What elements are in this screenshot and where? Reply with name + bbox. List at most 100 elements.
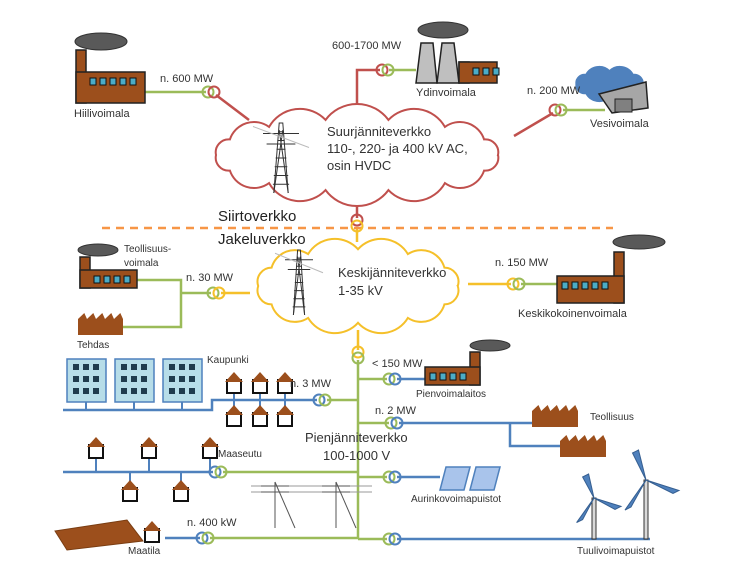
small-plant-transformer-icon: [382, 372, 396, 386]
dam-icon: [597, 81, 649, 114]
countryside-house-icon-roof: [121, 480, 139, 490]
city-transformer-icon-winding: [318, 393, 332, 407]
coal-hv-line: [215, 94, 250, 121]
industrial-plant-icon-window: [103, 275, 111, 284]
apartment-window: [169, 376, 175, 382]
coal-plant-icon-window: [129, 77, 137, 86]
solar-label: Aurinkovoimapuistot: [411, 494, 501, 505]
hv-mv-transformer-icon: [350, 213, 364, 227]
apartment-window: [83, 364, 89, 370]
city-house-icon-roof: [276, 405, 294, 415]
hv-network-note: osin HVDC: [327, 158, 391, 173]
medium-plant-transformer-icon: [506, 277, 520, 291]
small-plant-icon-window: [459, 372, 467, 381]
wind-turbine-icon-blade: [576, 497, 595, 524]
city-house-icon-roof: [225, 405, 243, 415]
countryside-label: Maaseutu: [218, 449, 262, 460]
facility-icons: [54, 21, 681, 551]
apartment-window: [73, 388, 79, 394]
wind-turbine-icon-blade: [631, 449, 647, 481]
factory-icon: [78, 313, 123, 335]
wind-turbine-icon-blade: [624, 479, 647, 511]
industrial-smoke-icon: [77, 243, 119, 257]
hv-mv-transformer-icon-winding: [350, 219, 364, 233]
medium-plant-icon-window: [571, 281, 579, 290]
wind-turbine-icon-tower: [643, 479, 649, 540]
solar-transformer-icon: [382, 470, 396, 484]
industry-transformer-icon: [384, 416, 398, 430]
cooling-tower-icon: [436, 42, 460, 84]
small-plant-transformer-icon-winding: [388, 372, 402, 386]
medium-plant-icon-window: [561, 281, 569, 290]
apartment-window: [83, 376, 89, 382]
solar-transformer-icon-winding: [388, 470, 402, 484]
hydro-turbine-icon: [614, 98, 633, 113]
city-feed-line: [63, 398, 317, 412]
apartment-window: [121, 376, 127, 382]
mv-lv-transformer-icon-winding: [351, 351, 365, 365]
distribution-network-label: Jakeluverkko: [218, 231, 306, 248]
medium-plant-smoke-icon: [612, 234, 666, 250]
industry-branch-line: [508, 423, 560, 448]
medium-plant-icon-window: [591, 281, 599, 290]
city-house-icon-roof: [276, 372, 294, 382]
city-house-icon-roof: [225, 372, 243, 382]
industrial-transformer-icon-winding: [212, 286, 226, 300]
farm-house-icon-roof: [143, 521, 161, 531]
cooling-tower-icon: [415, 42, 438, 84]
mv-network-cloud: [256, 237, 460, 335]
apartment-window: [141, 388, 147, 394]
city-house-icon-roof: [251, 405, 269, 415]
industry-icon: [560, 435, 606, 457]
wind-turbine-icon-blade: [645, 479, 681, 495]
industry-power: n. 2 MW: [375, 405, 417, 417]
city-transformer-icon: [312, 393, 326, 407]
coal-plant-icon-window: [119, 77, 127, 86]
hydro-transformer-icon: [548, 103, 562, 117]
apartment-window: [121, 388, 127, 394]
city-label: Kaupunki: [207, 355, 249, 366]
farm-power: n. 400 kW: [187, 517, 237, 529]
hydro-plant-label: Vesivoimala: [590, 118, 650, 130]
countryside-house-icon-roof: [172, 480, 190, 490]
hv-network-voltage: 110-, 220- ja 400 kV AC,: [327, 141, 468, 156]
countryside-house-icon-roof: [140, 437, 158, 447]
hydro-transformer-icon-winding: [554, 103, 568, 117]
wind-transformer-icon-winding: [388, 532, 402, 546]
hydro-plant-power: n. 200 MW: [527, 85, 581, 97]
apartment-window: [73, 376, 79, 382]
industrial-plant-power: n. 30 MW: [186, 272, 234, 284]
nuclear-plant-label: Ydinvoimala: [416, 87, 477, 99]
medium-plant-icon-window: [581, 281, 589, 290]
wind-turbine-icon-tower: [591, 497, 597, 540]
nuclear-plant-icon-window: [492, 67, 500, 76]
small-plant-label: Pienvoimalaitos: [416, 389, 486, 400]
coal-plant-label: Hiilivoimala: [74, 108, 131, 120]
factory-label: Tehdas: [77, 340, 109, 351]
apartment-window: [131, 364, 137, 370]
small-plant-icon-window: [429, 372, 437, 381]
farm-transformer-icon: [195, 531, 209, 545]
lv-network-voltage: 100-1000 V: [323, 448, 391, 463]
apartment-window: [141, 364, 147, 370]
coal-transformer-icon: [201, 85, 215, 99]
lv-network-name: Pienjänniteverkko: [305, 430, 408, 445]
apartment-window: [131, 376, 137, 382]
industrial-plant-label-2: voimala: [124, 258, 159, 269]
hv-network-name: Suurjänniteverkko: [327, 124, 431, 139]
apartment-window: [83, 388, 89, 394]
mv-tower-icon: [274, 249, 324, 316]
wind-transformer-icon: [382, 532, 396, 546]
apartment-window: [121, 364, 127, 370]
small-plant-icon-window: [449, 372, 457, 381]
nuclear-hv-line: [355, 68, 380, 113]
coal-plant-icon-window: [99, 77, 107, 86]
transmission-network-label: Siirtoverkko: [218, 208, 296, 225]
apartment-window: [179, 388, 185, 394]
distribution-pole-icon: [261, 481, 296, 529]
network-clouds: [214, 65, 644, 335]
farm-field-icon: [54, 519, 144, 551]
industrial-plant-icon-window: [113, 275, 121, 284]
small-plant-power: < 150 MW: [372, 358, 423, 370]
